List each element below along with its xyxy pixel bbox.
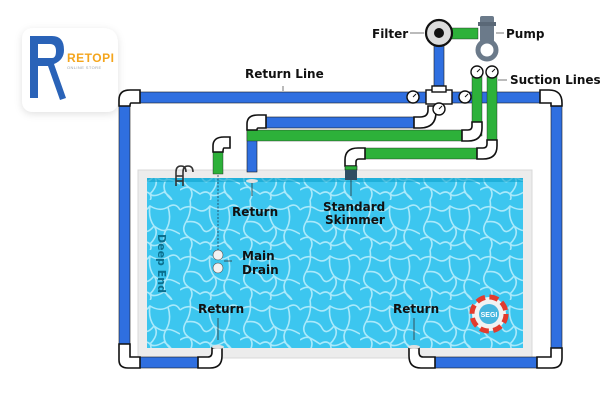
elbow-top-left (118, 89, 141, 107)
logo-brand: RETOPI (67, 51, 114, 65)
return-line-bottom-left-pipe (139, 356, 199, 369)
main-drain-suction-pipe (246, 129, 463, 142)
label-main-drain-line2: Drain (242, 263, 279, 277)
label-standard-skimmer-line2: Skimmer (325, 213, 385, 227)
return-line-right-pipe (550, 105, 563, 349)
return-inlets (212, 179, 420, 349)
label-main-drain-line1: Main (242, 249, 275, 263)
gauge-needles (412, 68, 496, 110)
return-branch-pipe (265, 116, 415, 129)
elbow-return-drop (246, 114, 267, 131)
label-return-line: Return Line (245, 67, 324, 81)
filter-pump-pipe (449, 27, 479, 40)
elbow-skimmer (344, 147, 366, 167)
logo-card-bg (22, 28, 118, 112)
pool-waterline (147, 178, 523, 182)
elbow-fittings (118, 89, 563, 369)
valve-tee (425, 85, 453, 105)
elbow-main-drain (212, 136, 231, 153)
logo-card: RETOPI ONLINE STORE (22, 28, 118, 112)
elbow-suction-2 (476, 139, 498, 160)
elbow-suction-1 (461, 121, 483, 142)
return-line-bottom-right-pipe (434, 356, 538, 369)
pool-water (147, 178, 523, 348)
return-line-left-pipe (118, 105, 131, 345)
ladder-icon (175, 165, 194, 186)
elbow-top-right (539, 89, 563, 107)
skimmer-icon (344, 165, 358, 196)
label-pump: Pump (506, 27, 545, 41)
filter-icon (424, 18, 454, 48)
label-return-bottom-left: Return (198, 302, 244, 316)
badge-text: SEGI (481, 312, 498, 319)
elbow-bottom-right-2 (536, 347, 563, 369)
label-return-bottom-right: Return (393, 302, 439, 316)
label-standard-skimmer-line1: Standard (323, 200, 385, 214)
elbow-bottom-right-1 (408, 347, 436, 369)
leader-lines (217, 32, 507, 340)
main-drain-drop-pipe (212, 151, 224, 175)
life-ring-icon: SEGI (469, 294, 509, 334)
pump-icon (475, 16, 499, 62)
pool (137, 169, 533, 359)
label-filter: Filter (372, 27, 408, 41)
logo-r-mark-icon (30, 36, 66, 100)
suction-line-2 (486, 69, 498, 151)
main-drain-icon (212, 249, 224, 274)
skimmer-suction-pipe (364, 147, 478, 160)
label-return-top: Return (232, 205, 278, 219)
label-deep-end: Deep End (155, 234, 168, 293)
logo-tagline: ONLINE STORE (67, 65, 102, 70)
elbow-bottom-left-1 (118, 343, 141, 369)
label-suction-lines: Suction Lines (510, 73, 600, 87)
filter-outlet-pipe (433, 43, 445, 91)
